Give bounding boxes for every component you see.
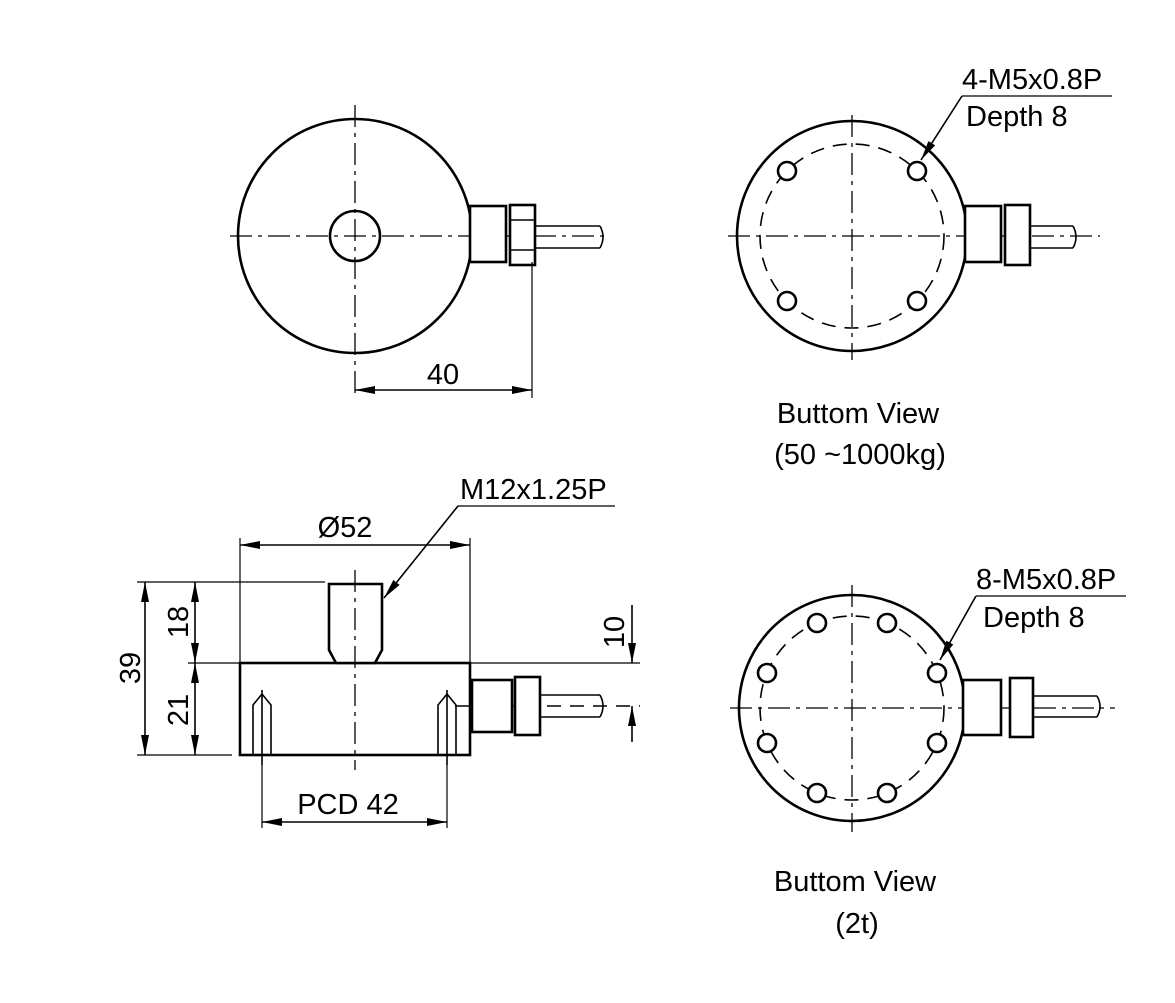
hole — [756, 732, 778, 754]
view-title: Buttom View — [777, 398, 940, 430]
stud-thread-label: M12x1.25P — [460, 474, 607, 506]
mounting-holes — [776, 160, 928, 312]
cable-connector — [963, 203, 1077, 267]
capacity-label: (50 ~1000kg) — [774, 439, 946, 471]
hole — [776, 290, 798, 312]
thread-label: 4-M5x0.8P — [962, 64, 1102, 96]
total-height-label: 39 — [115, 652, 147, 684]
bottom-view-small: 4-M5x0.8P Depth 8 Buttom View (50 ~1000k… — [728, 64, 1112, 471]
body — [238, 661, 472, 757]
thread-label: 8-M5x0.8P — [976, 564, 1116, 596]
hole — [806, 612, 828, 634]
side-view: Ø52 M12x1.25P 39 18 21 10 PCD 42 — [115, 474, 640, 828]
body-height-label: 21 — [163, 694, 195, 726]
depth-label: Depth 8 — [983, 602, 1085, 634]
hole — [756, 662, 778, 684]
depth-label: Depth 8 — [966, 101, 1068, 133]
hole — [876, 612, 898, 634]
cable-connector — [468, 203, 604, 267]
capacity-label: (2t) — [835, 908, 879, 940]
hole — [776, 160, 798, 182]
top-view: 40 — [230, 105, 610, 398]
dimension-label: 40 — [427, 359, 459, 391]
hole — [926, 732, 948, 754]
cable-offset-label: 10 — [599, 616, 631, 648]
cable-connector — [470, 675, 604, 737]
mounting-holes — [756, 612, 948, 804]
hole — [876, 782, 898, 804]
diameter-label: Ø52 — [318, 512, 373, 544]
threaded-holes — [252, 690, 457, 765]
leader-line — [920, 95, 963, 161]
bottom-view-large: 8-M5x0.8P Depth 8 Buttom View (2t) — [730, 564, 1126, 940]
hole — [906, 290, 928, 312]
hole — [906, 160, 928, 182]
cable-connector — [961, 676, 1101, 739]
hole — [926, 662, 948, 684]
view-title: Buttom View — [774, 866, 937, 898]
hole — [806, 782, 828, 804]
pcd-label: PCD 42 — [297, 789, 399, 821]
stud-height-label: 18 — [163, 606, 195, 638]
